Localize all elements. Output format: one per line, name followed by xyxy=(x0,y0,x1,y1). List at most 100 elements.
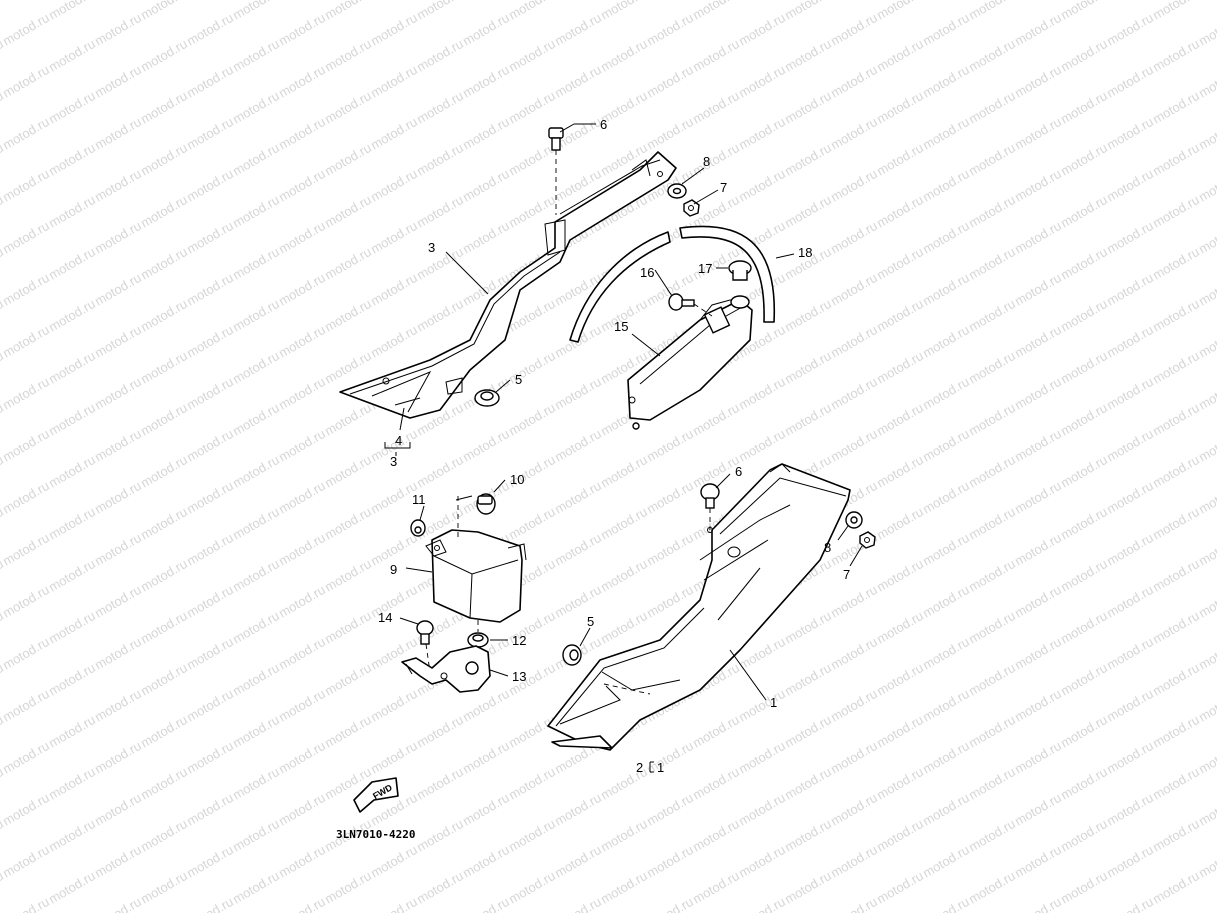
bolt-10[interactable] xyxy=(476,493,496,515)
watermark-text: motod.ru xyxy=(46,712,98,751)
watermark-text: motod.ru xyxy=(598,868,650,907)
watermark-text: motod.ru xyxy=(828,270,880,309)
watermark-text: motod.ru xyxy=(782,140,834,179)
breather-hose-18[interactable] xyxy=(569,225,776,343)
grommet-5-lower[interactable] xyxy=(562,644,582,666)
watermark-text: motod.ru xyxy=(276,10,328,49)
watermark-text: motod.ru xyxy=(184,530,236,569)
watermark-text: motod.ru xyxy=(1150,816,1202,855)
watermark-text: motod.ru xyxy=(1104,114,1156,153)
watermark-text: motod.ru xyxy=(1150,0,1202,23)
bolt-16[interactable] xyxy=(668,293,713,317)
watermark-text: motod.ru xyxy=(874,140,926,179)
watermark-text: motod.ru xyxy=(322,660,374,699)
watermark-text: motod.ru xyxy=(414,140,466,179)
watermark-text: motod.ru xyxy=(644,738,696,777)
nut-7-lower[interactable] xyxy=(859,531,876,549)
watermark-text: motod.ru xyxy=(506,764,558,803)
watermark-text: motod.ru xyxy=(782,816,834,855)
watermark-text: motod.ru xyxy=(1012,582,1064,621)
watermark-text: motod.ru xyxy=(184,166,236,205)
washer-8-upper[interactable] xyxy=(667,183,687,199)
watermark-text: motod.ru xyxy=(1058,816,1110,855)
watermark-text: motod.ru xyxy=(552,426,604,465)
watermark-text: motod.ru xyxy=(368,10,420,49)
watermark-text: motod.ru xyxy=(414,244,466,283)
watermark-text: motod.ru xyxy=(874,348,926,387)
watermark-text: motod.ru xyxy=(966,140,1018,179)
reservoir-tank-15[interactable] xyxy=(627,295,753,430)
watermark-text: motod.ru xyxy=(230,816,282,855)
grommet-5-upper[interactable] xyxy=(474,389,500,407)
watermark-text: motod.ru xyxy=(184,634,236,673)
nut-11[interactable] xyxy=(410,519,426,537)
watermark-text: motod.ru xyxy=(368,322,420,361)
side-cover-left-upper[interactable] xyxy=(339,151,677,419)
watermark-text: motod.ru xyxy=(644,10,696,49)
watermark-text: motod.ru xyxy=(138,504,190,543)
watermark-text: motod.ru xyxy=(1150,868,1202,907)
watermark-text: motod.ru xyxy=(276,738,328,777)
bolt-6-lower[interactable] xyxy=(700,483,720,530)
watermark-text: motod.ru xyxy=(874,296,926,335)
watermark-text: motod.ru xyxy=(782,608,834,647)
watermark-text: motod.ru xyxy=(690,816,742,855)
watermark-text: motod.ru xyxy=(92,426,144,465)
watermark-text: motod.ru xyxy=(966,452,1018,491)
watermark-text: motod.ru xyxy=(230,348,282,387)
bolt-6-upper[interactable] xyxy=(548,127,564,215)
watermark-text: motod.ru xyxy=(414,816,466,855)
watermark-text: motod.ru xyxy=(46,816,98,855)
watermark-text: motod.ru xyxy=(92,634,144,673)
watermark-text: motod.ru xyxy=(1012,738,1064,777)
side-cover-right-lower[interactable] xyxy=(547,463,851,751)
watermark-text: motod.ru xyxy=(1104,374,1156,413)
watermark-text: motod.ru xyxy=(828,62,880,101)
watermark-text: motod.ru xyxy=(828,114,880,153)
watermark-text: motod.ru xyxy=(322,452,374,491)
watermark-text: motod.ru xyxy=(552,478,604,517)
watermark-text: motod.ru xyxy=(1150,348,1202,387)
watermark-text: motod.ru xyxy=(1196,738,1217,777)
watermark-text: motod.ru xyxy=(644,790,696,829)
watermark-text: motod.ru xyxy=(276,166,328,205)
bolt-14[interactable] xyxy=(416,620,434,673)
callout-3: 3 xyxy=(428,240,435,255)
watermark-text: motod.ru xyxy=(920,322,972,361)
watermark-text: motod.ru xyxy=(920,738,972,777)
washer-8-lower[interactable] xyxy=(845,511,863,529)
watermark-text: motod.ru xyxy=(460,114,512,153)
watermark-text: motod.ru xyxy=(184,426,236,465)
watermark-text: motod.ru xyxy=(1104,166,1156,205)
watermark-text: motod.ru xyxy=(276,790,328,829)
watermark-text: motod.ru xyxy=(1058,296,1110,335)
bracket-box-9[interactable] xyxy=(425,495,527,623)
watermark-text: motod.ru xyxy=(1150,296,1202,335)
watermark-text: motod.ru xyxy=(184,686,236,725)
watermark-text: motod.ru xyxy=(322,608,374,647)
watermark-text: motod.ru xyxy=(0,166,52,205)
watermark-text: motod.ru xyxy=(506,400,558,439)
nut-7-upper[interactable] xyxy=(683,199,700,217)
watermark-text: motod.ru xyxy=(184,114,236,153)
callout-14: 14 xyxy=(378,610,392,625)
watermark-text: motod.ru xyxy=(1196,62,1217,101)
watermark-text: motod.ru xyxy=(1150,244,1202,283)
watermark-text: motod.ru xyxy=(322,504,374,543)
watermark-text: motod.ru xyxy=(1012,426,1064,465)
watermark-text: motod.ru xyxy=(920,218,972,257)
watermark-text: motod.ru xyxy=(1012,894,1064,913)
watermark-text: motod.ru xyxy=(322,0,374,23)
watermark-text: motod.ru xyxy=(1150,660,1202,699)
watermark-text: motod.ru xyxy=(92,894,144,913)
watermark-text: motod.ru xyxy=(1104,322,1156,361)
watermark-text: motod.ru xyxy=(1196,478,1217,517)
grommet-12[interactable] xyxy=(467,620,489,648)
watermark-text: motod.ru xyxy=(1150,764,1202,803)
watermark-text: motod.ru xyxy=(1196,686,1217,725)
watermark-text: motod.ru xyxy=(966,660,1018,699)
tank-cap-17[interactable] xyxy=(728,260,752,281)
watermark-text: motod.ru xyxy=(828,894,880,913)
bracket-13[interactable] xyxy=(401,645,491,693)
